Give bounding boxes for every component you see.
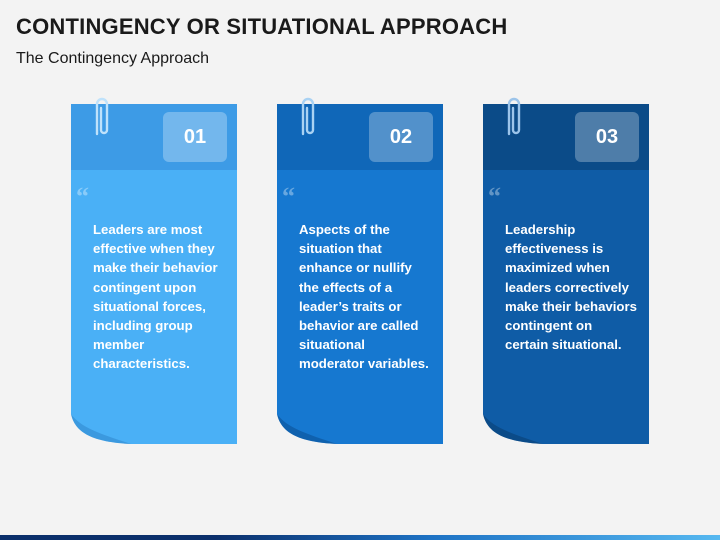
paperclip-icon xyxy=(301,97,315,136)
card-number-badge: 03 xyxy=(575,112,639,162)
card-header xyxy=(277,104,443,170)
paperclip-icon xyxy=(507,97,521,136)
card-2: 02 “ Aspects of the situation that enhan… xyxy=(277,97,443,444)
card-text: Leadership effectiveness is maximized wh… xyxy=(505,222,637,353)
card-number-badge: 02 xyxy=(369,112,433,162)
quote-icon: “ xyxy=(488,182,501,211)
card-number-badge: 01 xyxy=(163,112,227,162)
card-3: 03 “ Leadership effectiveness is maximiz… xyxy=(483,97,649,444)
card-1: 01 “ Leaders are most effective when the… xyxy=(71,97,237,444)
paperclip-icon xyxy=(95,97,109,136)
slide-subtitle: The Contingency Approach xyxy=(16,50,210,67)
page-curl xyxy=(71,414,131,444)
footer-gradient-bar xyxy=(0,535,720,540)
card-body xyxy=(483,170,649,444)
card-body xyxy=(277,170,443,444)
card-header xyxy=(71,104,237,170)
card-text: Aspects of the situation that enhance or… xyxy=(299,222,429,372)
quote-icon: “ xyxy=(76,182,89,211)
card-header xyxy=(483,104,649,170)
page-curl xyxy=(483,414,543,444)
card-body xyxy=(71,170,237,444)
slide-title: CONTINGENCY OR SITUATIONAL APPROACH xyxy=(16,14,508,39)
card-text: Leaders are most effective when they mak… xyxy=(93,222,218,372)
page-curl xyxy=(277,414,337,444)
quote-icon: “ xyxy=(282,182,295,211)
